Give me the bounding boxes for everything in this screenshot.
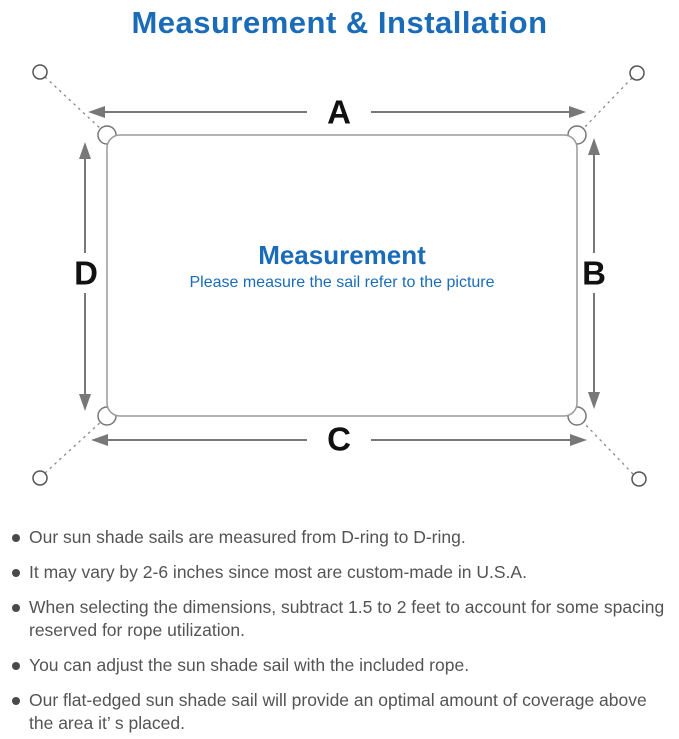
anchor-points — [32, 64, 647, 487]
anchor-point-icon — [32, 64, 48, 80]
arrowhead-icon — [79, 394, 91, 411]
list-item: When selecting the dimensions, subtract … — [12, 596, 669, 642]
bullet-icon — [12, 604, 20, 612]
dashed-rope-line — [580, 419, 634, 475]
anchor-point-icon — [629, 65, 645, 81]
sail-diagram-graphic — [32, 64, 647, 487]
list-item-text: It may vary by 2-6 inches since most are… — [29, 562, 527, 582]
dashed-rope-line — [580, 77, 633, 132]
list-item-text: Our sun shade sails are measured from D-… — [29, 527, 466, 547]
page-title: Measurement & Installation — [131, 5, 548, 40]
dimension-label-d: D — [70, 256, 102, 290]
diagram-center-text: Measurement Please measure the sail refe… — [107, 240, 577, 294]
dimension-label-a: A — [323, 95, 355, 129]
list-item-text: When selecting the dimensions, subtract … — [29, 597, 665, 640]
bullet-icon — [12, 697, 20, 705]
dimension-arrow-lines — [84, 111, 595, 441]
dimension-label-b: B — [578, 256, 610, 290]
arrowhead-icon — [588, 138, 600, 155]
list-item: You can adjust the sun shade sail with t… — [12, 654, 669, 677]
bullet-icon — [12, 569, 20, 577]
anchor-point-icon — [32, 470, 48, 486]
measurement-diagram: A B C D Measurement Please measure the s… — [0, 50, 679, 518]
arrowhead-icon — [88, 106, 105, 118]
diagram-heading: Measurement — [258, 240, 426, 270]
arrowhead-icon — [570, 434, 587, 446]
list-item: It may vary by 2-6 inches since most are… — [12, 561, 669, 584]
dimension-arrowheads — [79, 106, 600, 446]
list-item: Our sun shade sails are measured from D-… — [12, 526, 669, 549]
arrowhead-icon — [91, 434, 108, 446]
bullet-icon — [12, 534, 20, 542]
diagram-subheading: Please measure the sail refer to the pic… — [189, 274, 495, 291]
arrowhead-icon — [79, 142, 91, 159]
list-item-text: You can adjust the sun shade sail with t… — [29, 655, 470, 675]
dashed-rope-line — [44, 76, 104, 132]
sail-rectangle — [106, 134, 578, 417]
arrowhead-icon — [588, 392, 600, 409]
list-item: Our flat-edged sun shade sail will provi… — [12, 689, 669, 735]
anchor-point-icon — [631, 471, 647, 487]
arrowhead-icon — [569, 106, 586, 118]
list-item-text: Our flat-edged sun shade sail will provi… — [29, 690, 647, 733]
dashed-rope-lines — [44, 76, 634, 475]
bullet-icon — [12, 662, 20, 670]
dashed-rope-line — [44, 419, 104, 474]
dimension-label-c: C — [323, 422, 355, 456]
instruction-list: Our sun shade sails are measured from D-… — [0, 526, 679, 735]
